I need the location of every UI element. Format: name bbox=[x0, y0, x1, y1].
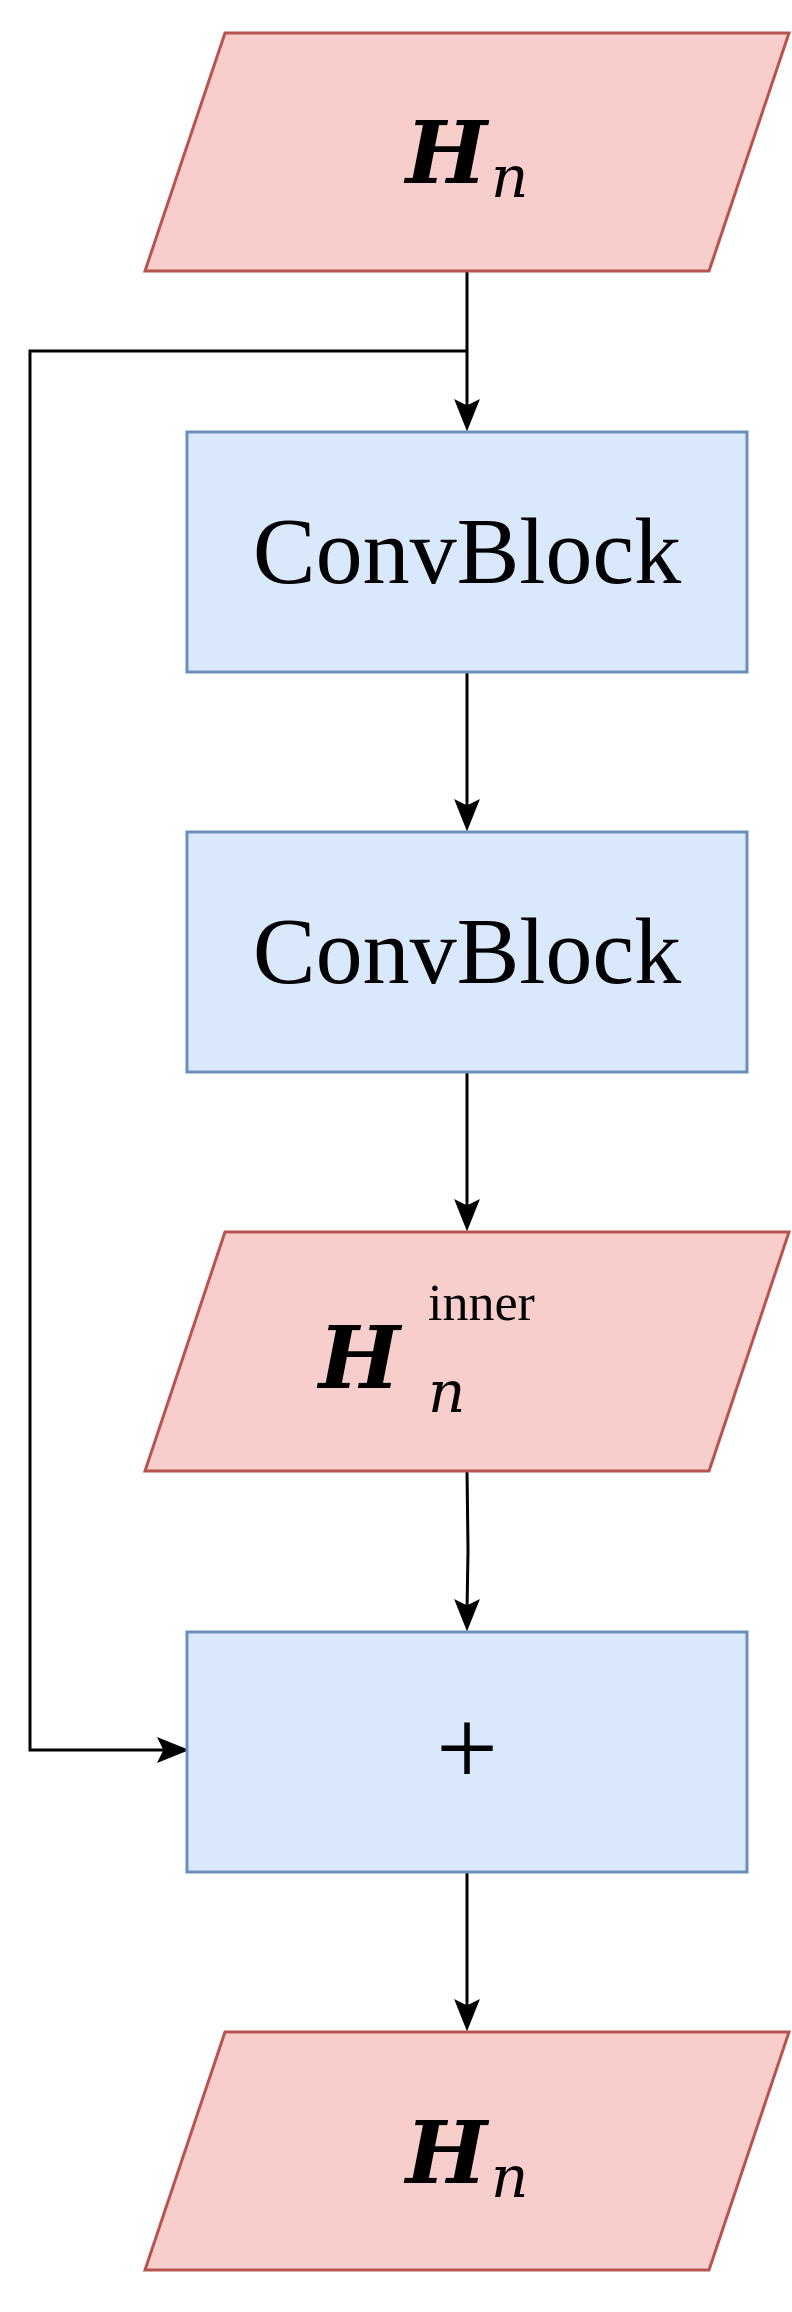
input-label: Hn bbox=[403, 103, 529, 211]
convblock-2-node: ConvBlock bbox=[185, 830, 749, 1074]
input-subscript: n bbox=[491, 143, 528, 211]
output-subscript: n bbox=[491, 2143, 528, 2211]
inner-parallelogram bbox=[142, 1230, 792, 1473]
output-label: Hn bbox=[403, 2103, 529, 2211]
arrowhead-skip bbox=[156, 1737, 190, 1763]
input-node: Hn bbox=[142, 31, 792, 273]
arrowhead-add bbox=[454, 1598, 480, 1632]
output-parallelogram bbox=[142, 2030, 792, 2272]
edge-inner-to-add bbox=[465, 1469, 470, 1613]
add-box bbox=[185, 1630, 749, 1874]
edge-skip-connection bbox=[28, 349, 467, 1752]
output-node: Hn bbox=[142, 2030, 792, 2272]
convblock-1-label: ConvBlock bbox=[253, 500, 681, 604]
arrowhead-conv2 bbox=[454, 798, 480, 832]
arrowhead-inner bbox=[454, 1198, 480, 1232]
input-parallelogram bbox=[142, 31, 792, 273]
convblock-1-box bbox=[185, 430, 749, 674]
arrowhead-output bbox=[454, 1998, 480, 2032]
inner-symbol: H bbox=[316, 1308, 403, 1409]
add-label: + bbox=[436, 1687, 498, 1809]
inner-subscript: n bbox=[428, 1358, 465, 1426]
inner-superscript: inner bbox=[428, 1275, 535, 1332]
input-symbol: H bbox=[403, 103, 490, 204]
arrowhead-conv1 bbox=[454, 398, 480, 432]
output-symbol: H bbox=[403, 2103, 490, 2204]
convblock-1-node: ConvBlock bbox=[185, 430, 749, 674]
convblock-2-label: ConvBlock bbox=[253, 900, 681, 1004]
add-node: + bbox=[185, 1630, 749, 1874]
inner-node: H inner n bbox=[142, 1230, 792, 1473]
convblock-2-box bbox=[185, 830, 749, 1074]
